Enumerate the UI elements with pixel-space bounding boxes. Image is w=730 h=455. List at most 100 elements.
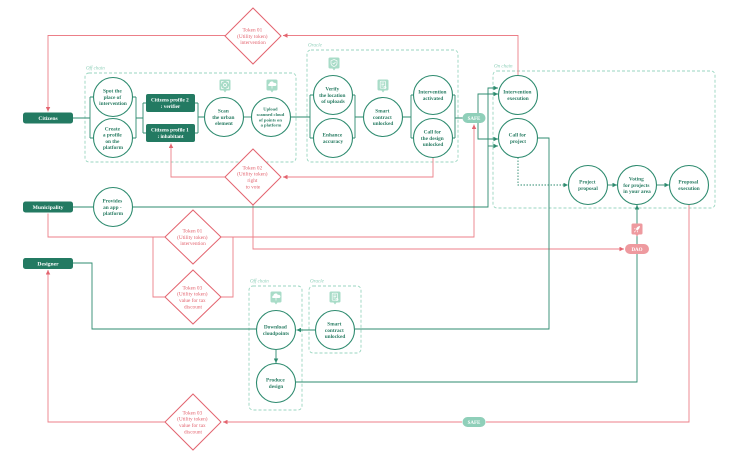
shield-check-icon (328, 57, 340, 71)
node-line: Call for (509, 133, 527, 139)
node-line: Smart (375, 109, 389, 115)
group-label-onchain: On chain (494, 65, 513, 70)
profile-inhabitant-line: : inhabitant (157, 134, 183, 140)
node-produce-design: Produce design (255, 362, 297, 404)
actor-municipality-label: Municipality (33, 205, 64, 211)
svg-text:Token 01 (Utility token): Token 01 (Utility token) intervention (177, 229, 209, 248)
svg-text:Voting for projects: Voting for projects in your area (623, 177, 651, 195)
node-download-cloudpoints: Download cloudpoints (255, 309, 297, 351)
group-label-offchain-bottom: Off chain (250, 280, 269, 285)
node-line: unlocked (423, 142, 444, 148)
line-proposal-exec-to-safe (486, 204, 690, 423)
svg-text:Token 02 (Utility token): Token 02 (Utility token) right to vote (237, 165, 269, 190)
token-line: (Utility token) (177, 416, 208, 423)
line-token03-to-designer (45, 270, 165, 423)
node-project-proposal: Project proposal (567, 164, 609, 206)
profile-verifier-line: : verifier (161, 104, 181, 110)
node-line: on the (105, 139, 120, 145)
line-smart-to-interventions (402, 94, 414, 139)
actor-citizens-label: Citizens (38, 116, 58, 122)
token-line: (Utility token) (177, 291, 208, 298)
group-offchain-top: Off chain (84, 67, 297, 163)
svg-text:Token 03 (Utility token): Token 03 (Utility token) value for tax d… (177, 285, 209, 310)
rocket-icon (631, 223, 643, 237)
cloud-upload-icon (266, 79, 278, 93)
profile-inhabitant: Citizens profile 1 : inhabitant (146, 124, 195, 142)
svg-text:Smart contract unl: Smart contract unlocked (325, 322, 346, 340)
node-line: Project (579, 180, 596, 186)
node-line: project (510, 139, 526, 145)
line-profiles-to-scan (195, 102, 205, 134)
token02-diamond: Token 02 (Utility token) right to vote (224, 148, 282, 206)
node-line: proposal (578, 186, 598, 192)
node-line: Spot the (103, 89, 122, 95)
node-proposal-execution: Proposal execution (668, 164, 710, 206)
node-intervention-activated: Intervention activated (412, 74, 454, 116)
group-label-oracle-top: Oracle (308, 44, 323, 49)
node-verify-location: Verify the location of uploads (312, 74, 354, 116)
token-line: intervention (240, 40, 266, 46)
token-line: to vote (246, 184, 261, 190)
node-line: Create (105, 127, 121, 133)
line-provides-to-intervention-exec (132, 85, 498, 208)
group-offchain-bottom: Off chain (248, 280, 303, 411)
svg-text:Spot the place of: Spot the place of intervention (99, 89, 127, 107)
line-upload-to-oracle (290, 94, 314, 139)
process-flow-lines (73, 85, 669, 383)
node-line: Smart (327, 322, 341, 328)
line-verify-to-smart (352, 94, 364, 139)
node-provides-app: Provides an app - platform (92, 186, 134, 228)
line-designer-to-download (73, 262, 257, 330)
safe-pill-bottom: SAFE (462, 417, 486, 427)
node-line: execution (507, 96, 529, 102)
node-line: contract (373, 115, 392, 121)
group-label-oracle-bottom: Oracle (310, 280, 325, 285)
node-line: Intervention (418, 90, 446, 96)
node-line: Proposal (678, 180, 698, 186)
token01-top-diamond: Token 01 (Utility token) intervention (224, 7, 282, 65)
line-safe-to-call-project (477, 123, 498, 142)
node-line: the urban (212, 115, 234, 121)
node-upload-cloud: Upload scanned cloud of points on a plat… (250, 96, 292, 138)
token-line: intervention (180, 241, 206, 247)
node-line: the design (421, 136, 444, 142)
cloud-download-icon (270, 291, 282, 305)
node-line: cloudpoints (263, 331, 289, 337)
token-line: value for tax (179, 297, 206, 304)
svg-text:Project proposal: Project proposal (578, 180, 598, 192)
node-line: Upload (263, 107, 278, 112)
node-line: platform (103, 211, 124, 217)
profile-verifier: Citizens profile 2 : verifier (146, 94, 195, 112)
line-token01-to-citizens (45, 35, 225, 112)
node-line: a platform (261, 123, 282, 128)
token-line: (Utility token) (237, 171, 268, 178)
node-line: Produce (266, 378, 285, 384)
svg-text:Call for project: Call for project (509, 133, 528, 145)
node-line: in your area (623, 189, 651, 195)
svg-text:Intervention activated: Intervention activated (418, 90, 448, 102)
line-token01-to-safe (221, 124, 477, 238)
token-line: Token 03 (182, 285, 202, 291)
group-onchain: On chain (492, 65, 716, 209)
contract-document-icon (377, 79, 389, 93)
group-oracle-top: Oracle (306, 44, 459, 163)
svg-text:Token 01 (Utility token): Token 01 (Utility token) intervention (237, 28, 269, 47)
contract-document-icon (329, 291, 341, 305)
node-line: Provides (103, 199, 123, 205)
profile-verifier-line: Citizens profile 2 (151, 98, 189, 104)
svg-text:Smart contract unl: Smart contract unlocked (373, 109, 394, 127)
svg-text:Create a profile o: Create a profile on the platform (103, 127, 124, 152)
node-spot-place: Spot the place of intervention (92, 76, 134, 118)
token-line: Token 01 (242, 28, 262, 34)
token-line: Token 01 (182, 229, 202, 235)
node-line: an app - (103, 205, 122, 211)
node-enhance-accuracy: Enhance accuracy (312, 117, 354, 159)
profile-inhabitant-line: Citizens profile 1 (151, 128, 189, 134)
actor-designer-label: Designer (37, 262, 59, 268)
svg-text:Verify the location: Verify the location of uploads (319, 87, 347, 105)
line-token02-to-profile1 (168, 143, 225, 178)
svg-text:Intervention execution: Intervention execution (503, 90, 533, 102)
node-line: of points on (259, 117, 282, 122)
line-interventions-to-safe (452, 94, 463, 139)
